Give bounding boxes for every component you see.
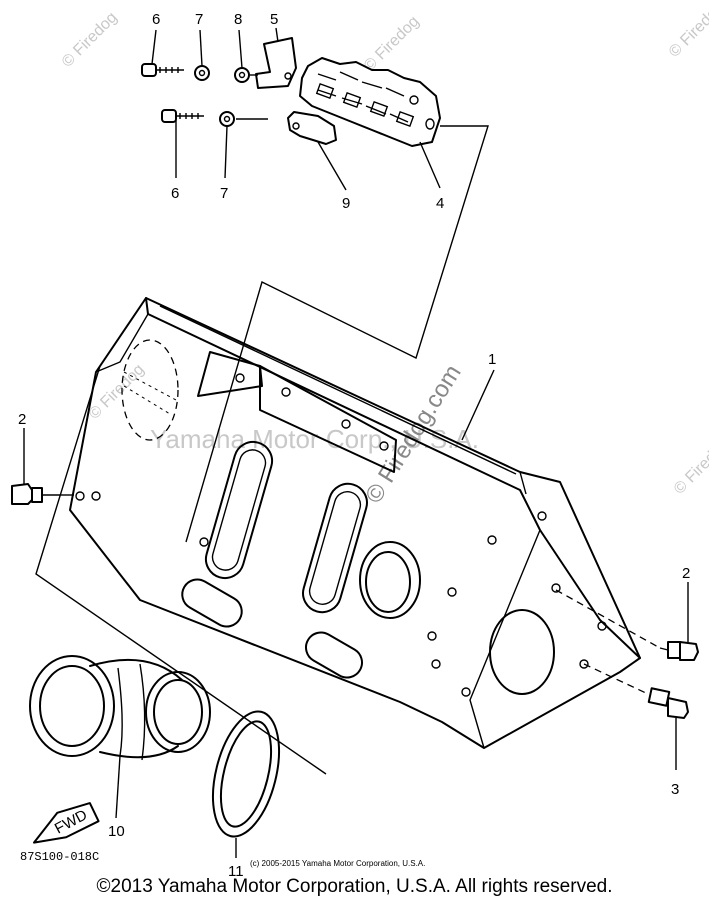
callout-2-left: 2 [18,411,26,428]
silencer-part-4 [299,57,441,147]
copyright-footer: ©2013 Yamaha Motor Corporation, U.S.A. A… [96,876,613,897]
callout-7-bottom: 7 [220,185,228,202]
plate-part-1 [69,297,641,749]
watermark-corner-5: © Firedog [671,436,709,498]
callout-6-top: 6 [152,11,160,28]
callout-10: 10 [108,823,125,840]
callout-8: 8 [234,11,242,28]
nut-part-8 [234,67,250,83]
callout-3: 3 [671,781,679,798]
watermark-corner-2: © Firedog [361,13,423,75]
bolt-part-2-left [11,428,60,505]
leader-lines-frame [35,365,327,775]
leader-lines-top [151,27,489,543]
watermark-corner-3: © Firedog [666,0,709,61]
screw-part-6-upper [141,63,184,77]
gasket-part-11 [212,710,280,858]
watermark-corner-1: © Firedog [59,9,121,71]
fine-print: (c) 2005-2015 Yamaha Motor Corporation, … [250,859,425,868]
callout-9: 9 [342,195,350,212]
callout-2-right: 2 [682,565,690,582]
screw-part-6-lower [161,109,204,123]
boot-part-10 [29,655,211,819]
bolt-part-3 [583,663,689,770]
fwd-arrow-icon: FWD [32,802,100,844]
callout-5: 5 [270,11,278,28]
watermark-corner-4: © Firedog [86,361,148,423]
callout-11: 11 [228,863,244,880]
watermark-center: Yamaha Motor Corp., U.S.A. [150,424,479,454]
callout-6-bottom: 6 [171,185,179,202]
watermark-group: Yamaha Motor Corp., U.S.A. © Firedog.com… [59,0,709,508]
bracket-part-5 [255,37,297,89]
bolt-part-2-right [555,582,699,661]
callout-1: 1 [488,351,496,368]
bracket-part-9 [287,111,337,145]
diagram-code: 87S100-018C [20,850,99,864]
washer-part-7-upper [194,65,210,81]
callout-7-top: 7 [195,11,203,28]
washer-part-7-lower [219,111,235,127]
callout-4: 4 [436,195,444,212]
callout-labels: 1 2 2 3 4 5 6 6 7 7 8 9 10 11 [18,11,690,880]
fwd-label: FWD [52,806,90,837]
